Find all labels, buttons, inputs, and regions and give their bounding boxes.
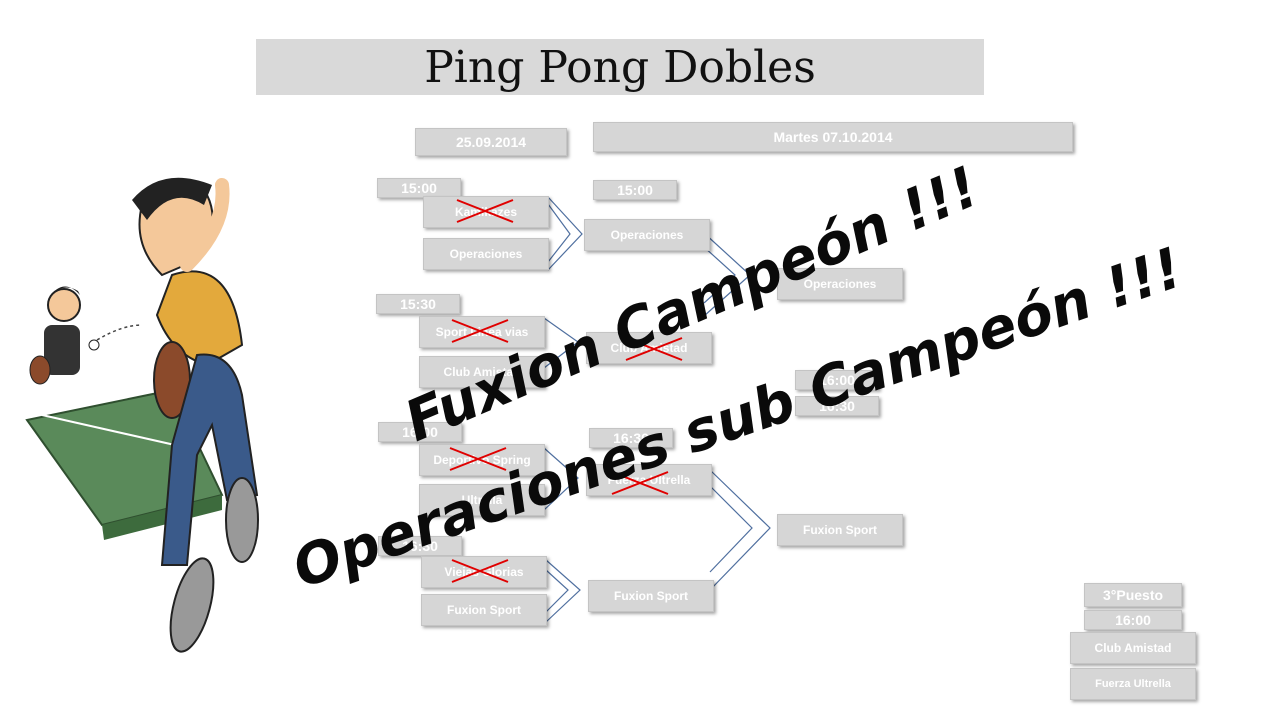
cross-icon: [449, 447, 507, 471]
cross-icon: [451, 559, 509, 583]
third-place-time: 16:00: [1084, 610, 1182, 630]
date-round2: Martes 07.10.2014: [593, 122, 1073, 152]
third-place-team1: Club Amistad: [1070, 632, 1196, 664]
time-match2: 15:30: [376, 294, 460, 314]
time-final-extra: 16:00: [795, 370, 879, 390]
third-place-label: 3°Puesto: [1084, 583, 1182, 607]
page-title: Ping Pong Dobles: [424, 41, 816, 93]
team-m4b: Fuxion Sport: [421, 594, 547, 626]
finalist-top: Operaciones: [777, 268, 903, 300]
team-m3b: Ultrella: [419, 484, 545, 516]
title-bar: Ping Pong Dobles: [256, 39, 984, 95]
ping-pong-illustration: [25, 177, 259, 653]
third-place-team2: Fuerza Ultrella: [1070, 668, 1196, 700]
time-round2-a: 15:00: [593, 180, 677, 200]
cross-icon: [456, 199, 514, 223]
team-m2b: Club Amistad: [419, 356, 545, 388]
cross-icon: [611, 471, 669, 495]
time-final: 16:30: [795, 396, 879, 416]
cross-icon: [625, 337, 683, 361]
team-m1b: Operaciones: [423, 238, 549, 270]
time-match1: 15:00: [377, 178, 461, 198]
date-round1: 25.09.2014: [415, 128, 567, 156]
team-m1a: Kamikazes: [423, 196, 549, 228]
finalist-bottom: Fuxion Sport: [777, 514, 903, 546]
time-match4: 16:30: [378, 536, 462, 556]
time-match3: 16:00: [378, 422, 462, 442]
team-r2a: Operaciones: [584, 219, 710, 251]
team-r2d: Fuxion Sport: [588, 580, 714, 612]
time-round2-b: 16:30: [589, 428, 673, 448]
cross-icon: [451, 319, 509, 343]
